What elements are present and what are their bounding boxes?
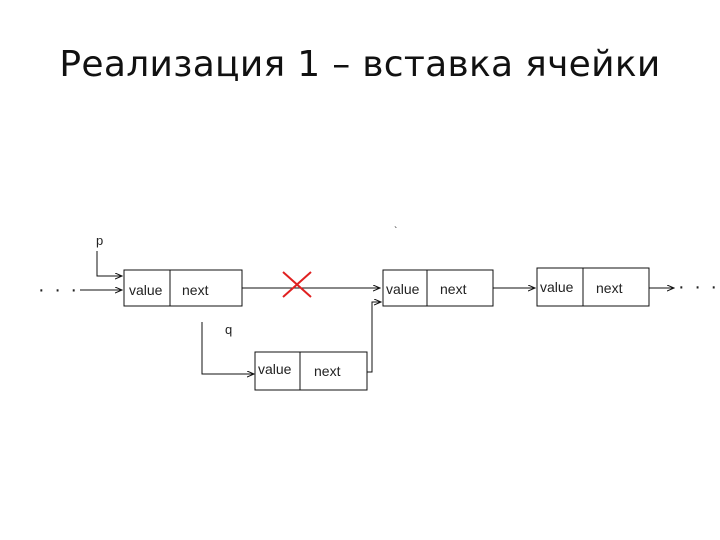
pointer-p-arrow [96,251,122,276]
list-cell-2-new: value next [254,351,368,391]
cell-2-value: value [258,361,292,377]
pointer-q-arrow [201,322,254,374]
pointer-p-label: p [96,233,103,248]
ellipsis-right: · · · [678,276,719,298]
slide-title: Реализация 1 – вставка ячейки [59,44,661,85]
cross-mark-icon [282,271,312,298]
list-cell-1: value next [123,269,243,307]
list-cell-3: value next [382,269,494,307]
cell-3-next: next [440,281,467,297]
pointer-q-label: q [225,322,232,337]
cell-3-value: value [386,281,420,297]
cell-4-value: value [540,279,574,295]
ellipsis-left: · · · [38,279,79,301]
cell-4-next: next [596,280,623,296]
cell-2-next: next [314,363,341,379]
cell-1-next: next [182,282,209,298]
new-link-arrow [367,302,381,373]
cell-2-box [254,351,368,391]
list-cell-4: value next [536,267,650,307]
tick-mark: ` [394,225,397,237]
cell-1-value: value [129,282,163,298]
cell-4-box [536,267,650,307]
